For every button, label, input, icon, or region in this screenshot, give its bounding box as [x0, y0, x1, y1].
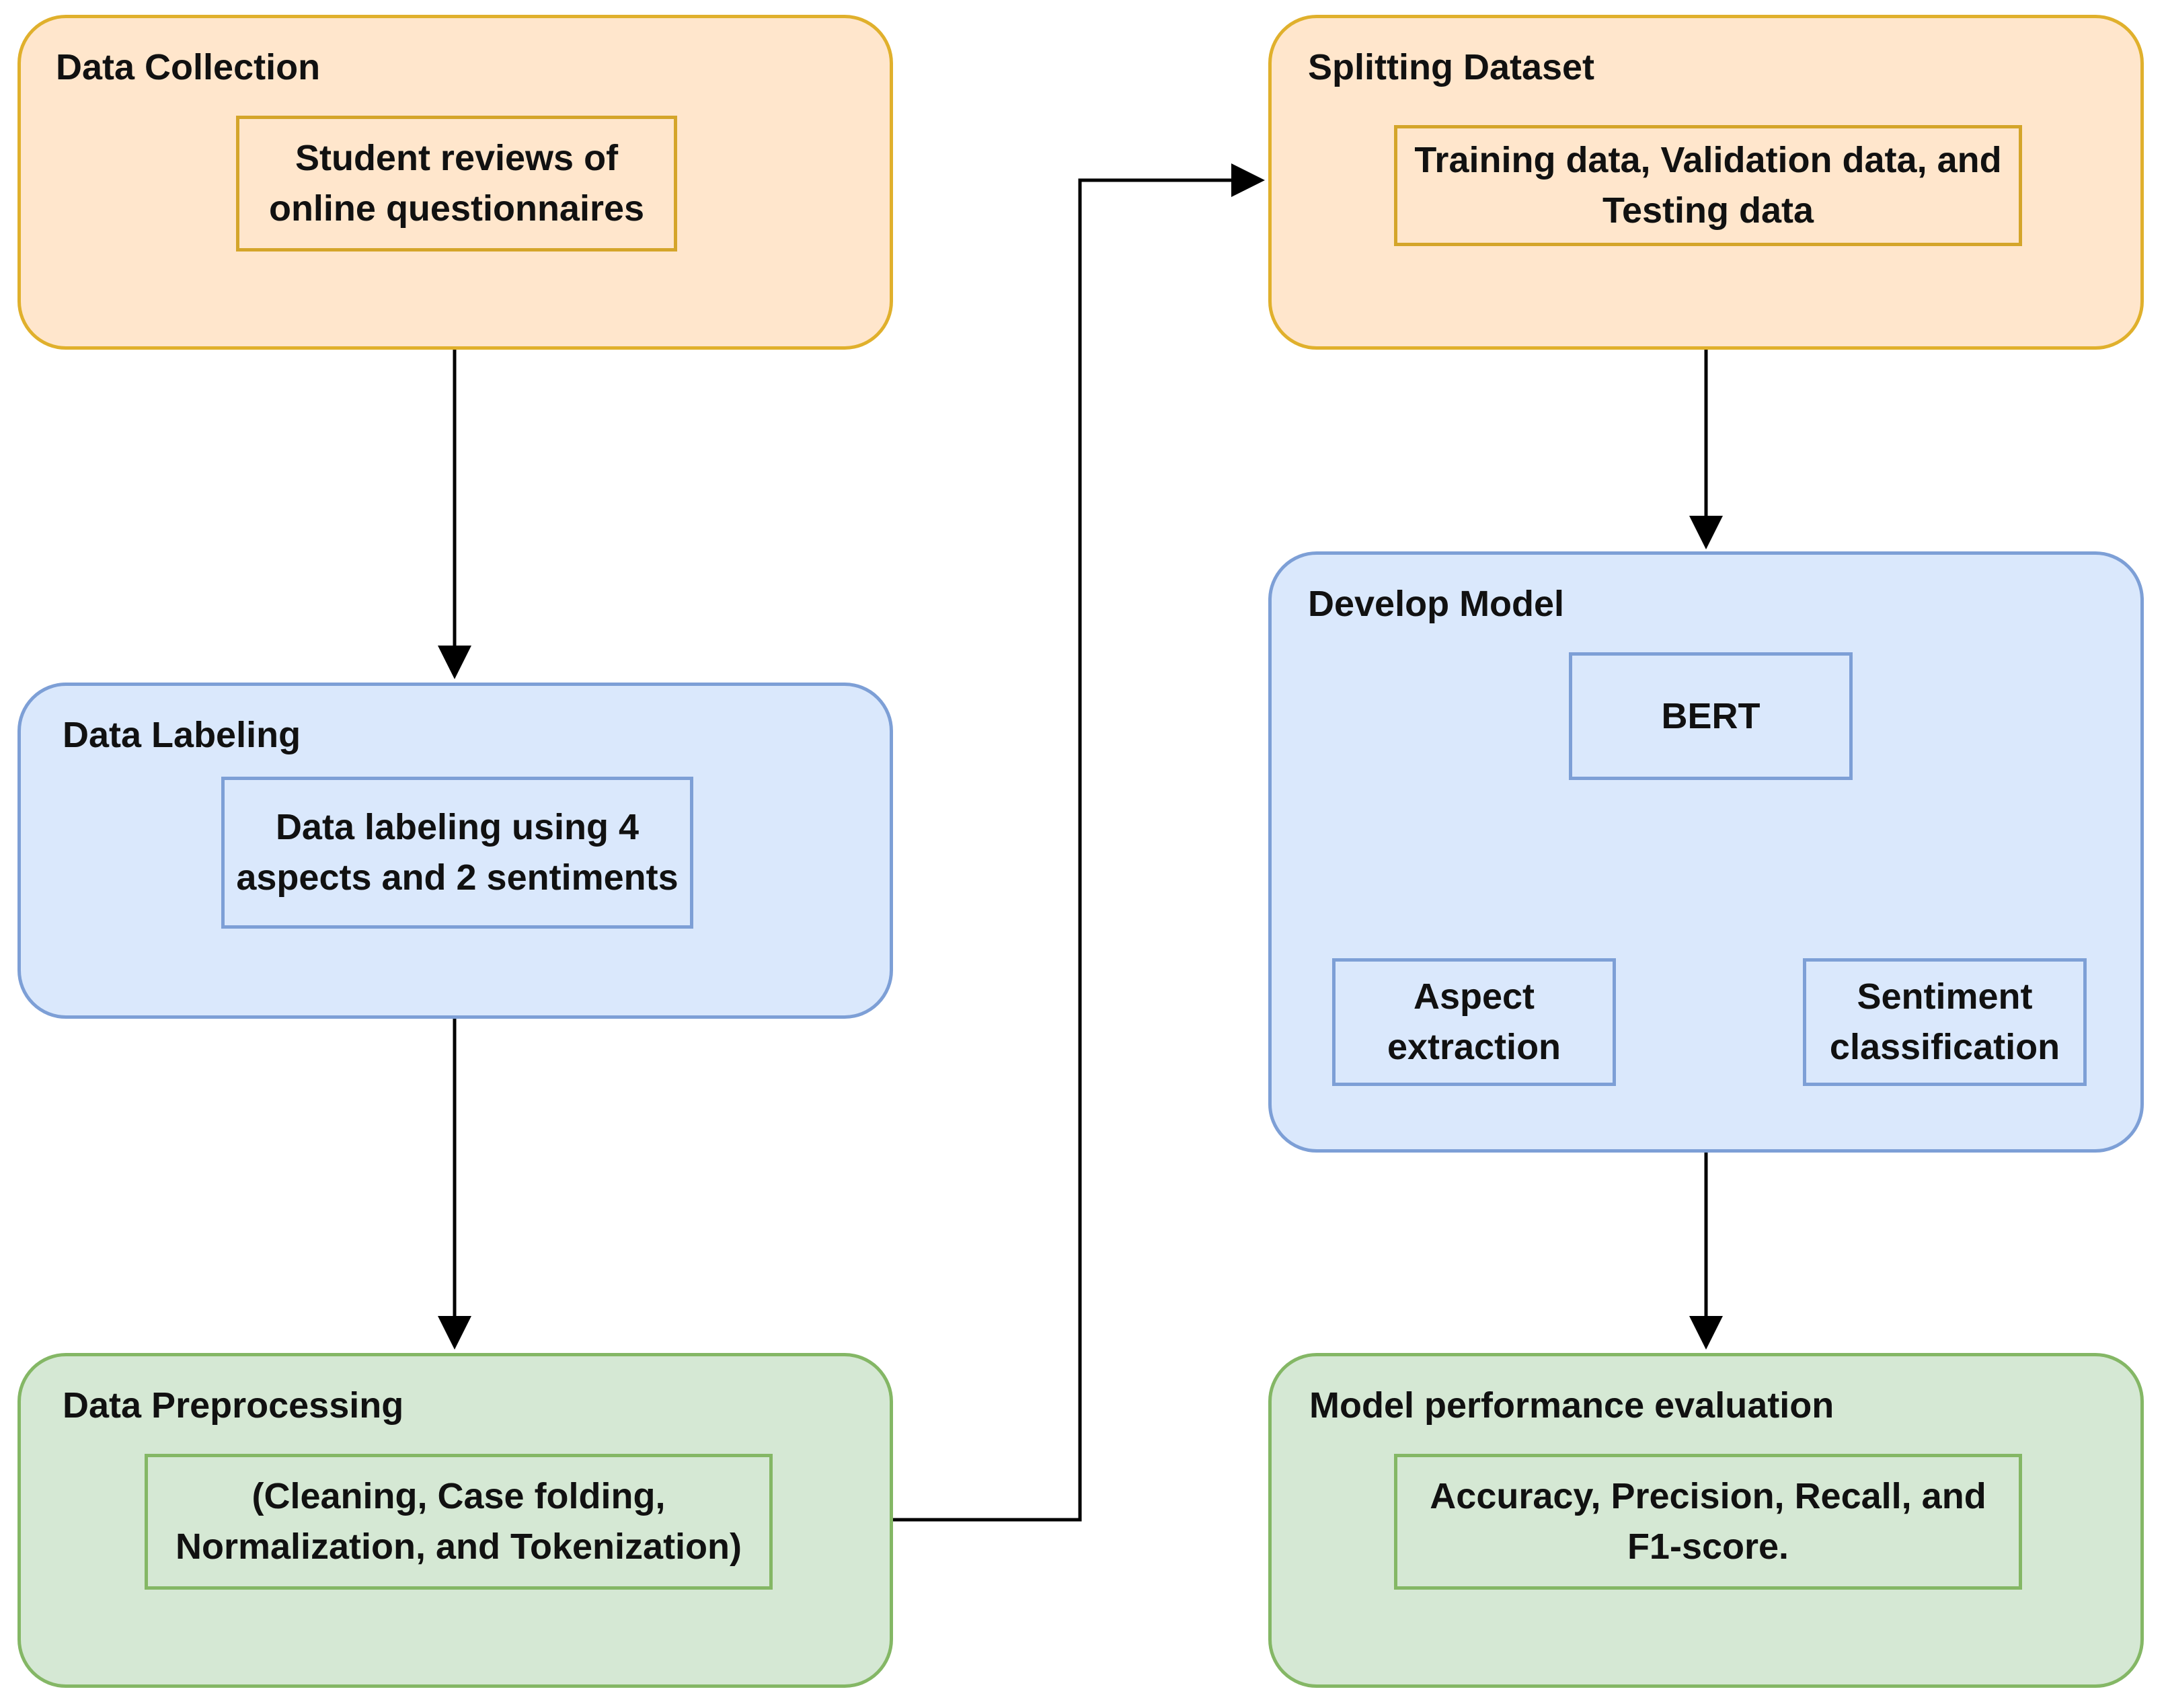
data-labeling-panel: Data Labeling Data labeling using 4 aspe… [17, 683, 893, 1019]
model-evaluation-panel: Model performance evaluation Accuracy, P… [1268, 1353, 2144, 1688]
data-preprocessing-title: Data Preprocessing [63, 1385, 404, 1426]
splitting-dataset-box: Training data, Validation data, and Test… [1394, 125, 2022, 246]
data-labeling-title: Data Labeling [63, 715, 301, 755]
develop-model-panel: Develop Model BERT Aspect extraction Sen… [1268, 551, 2144, 1153]
bert-box: BERT [1569, 652, 1853, 780]
arrow-preprocessing-to-splitting [893, 163, 1265, 1522]
aspect-extraction-box: Aspect extraction [1332, 958, 1616, 1086]
data-collection-panel: Data Collection Student reviews of onlin… [17, 15, 893, 350]
data-preprocessing-panel: Data Preprocessing (Cleaning, Case foldi… [17, 1353, 893, 1688]
splitting-dataset-title: Splitting Dataset [1308, 47, 1595, 87]
splitting-dataset-panel: Splitting Dataset Training data, Validat… [1268, 15, 2144, 350]
data-preprocessing-box: (Cleaning, Case folding, Normalization, … [145, 1454, 773, 1590]
develop-model-title: Develop Model [1308, 584, 1565, 624]
model-evaluation-title: Model performance evaluation [1309, 1385, 1834, 1426]
data-collection-box: Student reviews of online questionnaires [236, 116, 677, 251]
sentiment-classification-box: Sentiment classification [1803, 958, 2087, 1086]
model-evaluation-box: Accuracy, Precision, Recall, and F1-scor… [1394, 1454, 2022, 1590]
data-labeling-box: Data labeling using 4 aspects and 2 sent… [221, 777, 693, 929]
data-collection-title: Data Collection [56, 47, 321, 87]
